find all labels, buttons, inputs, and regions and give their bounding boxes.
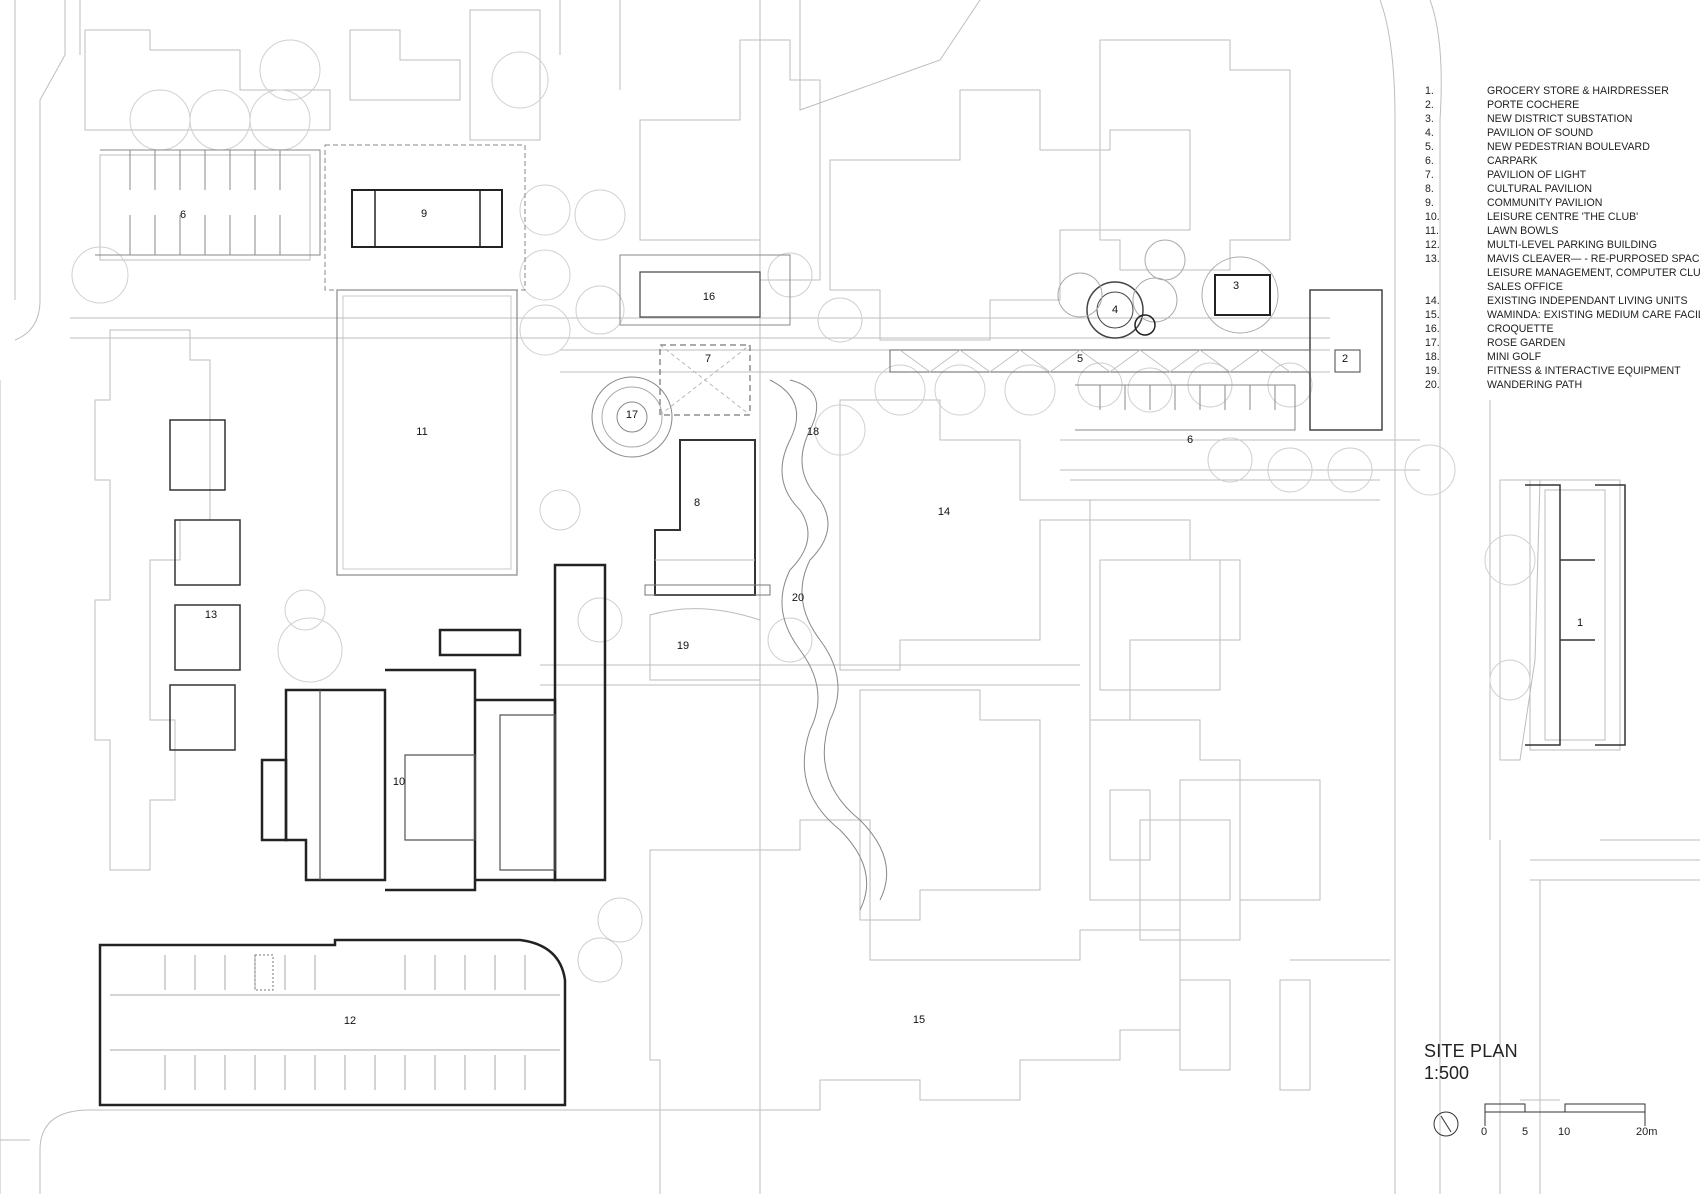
plan-label-19: 19 [676, 640, 690, 652]
plan-label-6-right: 6 [1186, 434, 1194, 446]
legend-item: 13. MAVIS CLEAVER— - RE-PURPOSED SPACES: [1425, 252, 1700, 266]
legend-item: 11. LAWN BOWLS [1425, 224, 1695, 238]
legend-item-number: 19. [1425, 365, 1440, 377]
legend-item-number: 9. [1425, 197, 1434, 209]
legend-item-label: LEISURE CENTRE 'THE CLUB' [1487, 211, 1639, 223]
legend-item: 9. COMMUNITY PAVILION [1425, 196, 1695, 210]
plan-label-2: 2 [1341, 353, 1349, 365]
drawing-title: SITE PLAN [1424, 1041, 1518, 1061]
legend-item-label: WAMINDA: EXISTING MEDIUM CARE FACILITY [1487, 309, 1700, 321]
plan-label-15: 15 [912, 1014, 926, 1026]
plan-label-14: 14 [937, 506, 951, 518]
legend-item-label: CROQUETTE [1487, 323, 1554, 335]
legend-item-label: PAVILION OF LIGHT [1487, 169, 1587, 181]
plan-label-17: 17 [625, 409, 639, 421]
legend-item-label: LEISURE MANAGEMENT, COMPUTER CLUB, [1487, 267, 1700, 279]
legend-item: 7. PAVILION OF LIGHT [1425, 168, 1695, 182]
legend-item-number: 13. [1425, 253, 1440, 265]
legend-item-label: FITNESS & INTERACTIVE EQUIPMENT [1487, 365, 1681, 377]
legend-item-number: 2. [1425, 99, 1434, 111]
legend-item: 15. WAMINDA: EXISTING MEDIUM CARE FACILIT… [1425, 308, 1700, 322]
plan-label-1: 1 [1576, 617, 1584, 629]
plan-label-9: 9 [420, 208, 428, 220]
legend-item-number: 8. [1425, 183, 1434, 195]
legend-item: 8. CULTURAL PAVILION [1425, 182, 1695, 196]
legend-item: 6. CARPARK [1425, 154, 1695, 168]
legend-item-label: GROCERY STORE & HAIRDRESSER [1487, 85, 1669, 97]
scale-label-0: 0 [1481, 1126, 1488, 1138]
legend-item: 1. GROCERY STORE & HAIRDRESSER [1425, 84, 1695, 98]
legend-item-number: 10. [1425, 211, 1440, 223]
plan-label-11: 11 [416, 426, 428, 438]
plan-label-8: 8 [693, 497, 701, 509]
legend-item-label: WANDERING PATH [1487, 379, 1583, 391]
legend-item-number: 6. [1425, 155, 1434, 167]
plan-label-6-left: 6 [179, 209, 187, 221]
legend-item-label: SALES OFFICE [1487, 281, 1563, 293]
legend-item: SALES OFFICE [1425, 280, 1695, 294]
legend-item-number: 1. [1425, 85, 1434, 97]
plan-label-20: 20 [791, 592, 805, 604]
plan-label-10: 10 [392, 776, 406, 788]
legend-item-label: LAWN BOWLS [1487, 225, 1559, 237]
legend-item-number: 11. [1425, 225, 1439, 237]
legend-item-label: MULTI-LEVEL PARKING BUILDING [1487, 239, 1657, 251]
plan-label-13: 13 [204, 609, 218, 621]
legend-item-label: NEW DISTRICT SUBSTATION [1487, 113, 1633, 125]
legend-item-label: NEW PEDESTRIAN BOULEVARD [1487, 141, 1650, 153]
title-block: SITE PLAN 1:500 [1424, 1040, 1518, 1084]
legend-item: 2. PORTE COCHERE [1425, 98, 1695, 112]
north-arrow-icon [1433, 1111, 1459, 1137]
plan-label-3: 3 [1232, 280, 1240, 292]
plan-label-18: 18 [806, 426, 820, 438]
legend-item: LEISURE MANAGEMENT, COMPUTER CLUB, [1425, 266, 1700, 280]
legend-item-number: 18. [1425, 351, 1440, 363]
legend-item: 18. MINI GOLF [1425, 350, 1695, 364]
plan-label-4: 4 [1111, 304, 1119, 316]
legend-item-number: 14. [1425, 295, 1440, 307]
legend-list: 1. GROCERY STORE & HAIRDRESSER 2. PORTE COC… [1425, 84, 1700, 392]
legend-item-label: EXISTING INDEPENDANT LIVING UNITS [1487, 295, 1688, 307]
legend-item-number: 3. [1425, 113, 1434, 125]
legend-item-number [1425, 266, 1487, 280]
legend-item-number: 16. [1425, 323, 1440, 335]
legend-item: 17. ROSE GARDEN [1425, 336, 1695, 350]
legend-item: 14. EXISTING INDEPENDANT LIVING UNITS [1425, 294, 1695, 308]
legend-item-label: CULTURAL PAVILION [1487, 183, 1592, 195]
legend-item: 19. FITNESS & INTERACTIVE EQUIPMENT [1425, 364, 1695, 378]
legend-item-number [1425, 280, 1487, 294]
legend-item-number: 17. [1425, 337, 1440, 349]
plan-label-16: 16 [702, 291, 716, 303]
legend-item-label: MINI GOLF [1487, 351, 1542, 363]
plan-label-12: 12 [343, 1015, 357, 1027]
legend-item-label: MAVIS CLEAVER— - RE-PURPOSED SPACES: [1487, 253, 1700, 265]
legend-item: 16. CROQUETTE [1425, 322, 1695, 336]
legend-item-label: PAVILION OF SOUND [1487, 127, 1594, 139]
legend-item: 10. LEISURE CENTRE 'THE CLUB' [1425, 210, 1695, 224]
legend-item-label: CARPARK [1487, 155, 1538, 167]
plan-label-7: 7 [704, 353, 712, 365]
drawing-scale: 1:500 [1424, 1063, 1470, 1083]
legend-item: 3. NEW DISTRICT SUBSTATION [1425, 112, 1695, 126]
scale-bar [1484, 1103, 1646, 1126]
scale-label-10: 10 [1558, 1126, 1571, 1138]
legend-item: 20. WANDERING PATH [1425, 378, 1695, 392]
legend-item-number: 5. [1425, 141, 1434, 153]
plan-label-5: 5 [1076, 353, 1084, 365]
legend-item-number: 4. [1425, 127, 1434, 139]
legend-item-number: 20. [1425, 379, 1440, 391]
legend-item-label: ROSE GARDEN [1487, 337, 1566, 349]
scale-label-5: 5 [1522, 1126, 1529, 1138]
legend-item-label: PORTE COCHERE [1487, 99, 1580, 111]
legend-item: 5. NEW PEDESTRIAN BOULEVARD [1425, 140, 1695, 154]
legend-item: 12. MULTI-LEVEL PARKING BUILDING [1425, 238, 1695, 252]
legend-item-number: 7. [1425, 169, 1434, 181]
legend-item-number: 12. [1425, 239, 1440, 251]
legend-item: 4. PAVILION OF SOUND [1425, 126, 1695, 140]
legend-item-label: COMMUNITY PAVILION [1487, 197, 1603, 209]
scale-label-20m: 20m [1636, 1126, 1658, 1138]
legend-item-number: 15. [1425, 309, 1440, 321]
